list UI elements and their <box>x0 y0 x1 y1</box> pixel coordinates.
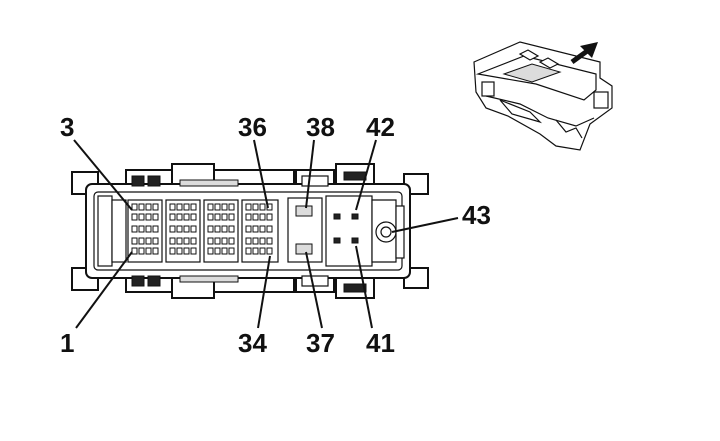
pin-cavity <box>138 203 145 211</box>
pin-cavity <box>221 247 228 255</box>
pin-cavity <box>259 247 266 255</box>
pin-cavity <box>169 237 176 245</box>
pin-cavity <box>183 237 190 245</box>
connector-perspective-view <box>473 41 613 151</box>
pin-cavity <box>138 237 145 245</box>
pin-cavity <box>245 225 252 233</box>
pin-cavity <box>152 225 159 233</box>
pin-cavity <box>259 225 266 233</box>
pin-cavity <box>207 237 214 245</box>
pin-cavity <box>221 237 228 245</box>
pin-cavity <box>190 225 197 233</box>
pin-cavity <box>228 213 235 221</box>
pin-cavity <box>207 247 214 255</box>
pin-label-1: 1 <box>60 328 74 358</box>
pin-cavity <box>252 247 259 255</box>
pin-cavity <box>190 203 197 211</box>
pin-cavity <box>266 213 273 221</box>
pin-cavity <box>145 237 152 245</box>
pin-cavity <box>176 225 183 233</box>
pin-cavity <box>145 247 152 255</box>
pin-cavity <box>138 225 145 233</box>
pin-cavity <box>145 225 152 233</box>
pin-cavity <box>131 225 138 233</box>
pin-cavity <box>259 237 266 245</box>
pin-cavity <box>221 203 228 211</box>
pin-cavity <box>214 247 221 255</box>
pin-cavity <box>214 237 221 245</box>
connector-face-view <box>71 163 429 299</box>
pin-cavity <box>228 237 235 245</box>
pin-cavity <box>221 213 228 221</box>
pin-cavity <box>214 203 221 211</box>
pin-label-3: 3 <box>60 112 74 142</box>
pin-cavity <box>252 203 259 211</box>
pin-cavity <box>176 237 183 245</box>
pin-cavity <box>190 237 197 245</box>
pin-cavity <box>252 237 259 245</box>
pin-cavity <box>214 213 221 221</box>
pin-cavity <box>190 213 197 221</box>
pin-cavity <box>259 213 266 221</box>
pin-label-37: 37 <box>306 328 335 358</box>
pin-cavity <box>131 203 138 211</box>
pin-label-34: 34 <box>238 328 267 358</box>
pin-label-41: 41 <box>366 328 395 358</box>
pin-cavity <box>176 203 183 211</box>
pin-cavity <box>138 213 145 221</box>
pin-cavity <box>190 247 197 255</box>
pin-cavity <box>152 213 159 221</box>
pin-cavity <box>131 237 138 245</box>
pin-cavity <box>221 225 228 233</box>
pin-cavity <box>252 213 259 221</box>
pin-cavity <box>266 225 273 233</box>
pin-cavity <box>228 247 235 255</box>
arrow-up-right-icon <box>570 42 598 65</box>
pin-cavity <box>266 247 273 255</box>
pin-cavity <box>214 225 221 233</box>
pin-label-38: 38 <box>306 112 335 142</box>
pin-cavity <box>131 213 138 221</box>
pin-cavity <box>152 247 159 255</box>
pin-cavity <box>183 247 190 255</box>
pin-cavity <box>228 225 235 233</box>
pin-cavity <box>266 237 273 245</box>
pin-label-43: 43 <box>462 200 491 230</box>
pin-cavity <box>176 247 183 255</box>
pin-cavity <box>259 203 266 211</box>
pin-label-36: 36 <box>238 112 267 142</box>
pin-cavity <box>245 213 252 221</box>
pin-cavity <box>138 247 145 255</box>
pin-cavity <box>183 213 190 221</box>
pin-cavity <box>228 203 235 211</box>
pin-cavity <box>145 203 152 211</box>
pin-cavity <box>169 203 176 211</box>
pin-cavity <box>245 203 252 211</box>
pin-cavity <box>145 213 152 221</box>
pin-cavity <box>169 225 176 233</box>
pin-label-42: 42 <box>366 112 395 142</box>
pin-cavity <box>169 213 176 221</box>
pin-cavity <box>183 203 190 211</box>
pin-cavity <box>169 247 176 255</box>
pin-cavity <box>245 247 252 255</box>
leader-lines <box>73 139 459 329</box>
pin-cavity <box>131 247 138 255</box>
pin-cavity <box>183 225 190 233</box>
pin-cavity <box>252 225 259 233</box>
pin-cavity <box>176 213 183 221</box>
pin-cavity-grid <box>131 203 273 255</box>
pin-cavity <box>152 237 159 245</box>
pin-cavity <box>207 225 214 233</box>
pin-cavity <box>207 203 214 211</box>
pin-cavity <box>245 237 252 245</box>
pin-cavity <box>152 203 159 211</box>
pin-cavity <box>207 213 214 221</box>
